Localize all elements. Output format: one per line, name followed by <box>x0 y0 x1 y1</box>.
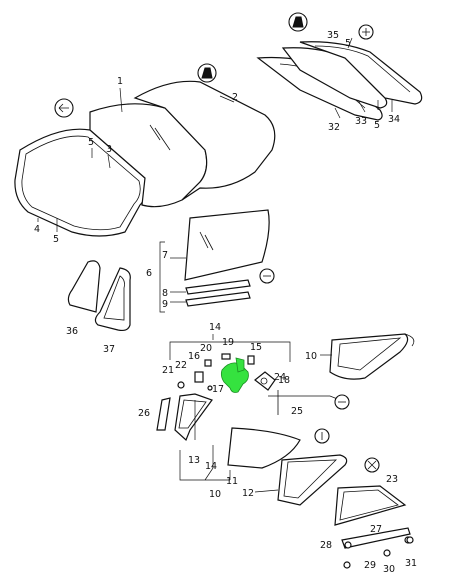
label-33: 33 <box>355 116 367 127</box>
label-3: 3 <box>106 144 112 155</box>
window-seal-23[interactable] <box>334 485 407 526</box>
label-36: 36 <box>66 326 78 337</box>
door-window-channel-9[interactable] <box>185 291 251 307</box>
vent-bracket-highlighted[interactable] <box>220 357 249 393</box>
label-11: 11 <box>226 476 238 487</box>
quarter-window-seal-37[interactable] <box>94 267 131 332</box>
label-8: 8 <box>162 288 168 299</box>
label-13: 13 <box>188 455 200 466</box>
label-35: 35 <box>327 30 339 41</box>
up-arrow-icon <box>314 428 330 444</box>
model-variant-badge-icon <box>197 63 217 83</box>
left-arrow-icon <box>334 394 350 410</box>
label-10: 10 <box>305 351 317 362</box>
label-23: 23 <box>386 474 398 485</box>
left-arrow-icon <box>259 268 275 284</box>
label-5: 5 <box>88 137 94 148</box>
label-24: 24 <box>274 372 286 383</box>
windshield-seal[interactable] <box>14 128 148 237</box>
label-19: 19 <box>222 337 234 348</box>
vent-latch-18[interactable] <box>254 371 276 391</box>
side-window-10[interactable] <box>329 333 415 380</box>
window-frame-12[interactable] <box>277 454 348 506</box>
label-9: 9 <box>162 299 168 310</box>
cross-icon <box>364 457 380 473</box>
quarter-window-36[interactable] <box>67 260 101 313</box>
label-15: 15 <box>250 342 262 353</box>
model-variant-badge-icon <box>288 12 308 32</box>
label-6: 6 <box>146 268 152 279</box>
label-27: 27 <box>370 524 382 535</box>
label-29: 29 <box>364 560 376 571</box>
fasteners-28-31[interactable] <box>343 536 414 569</box>
guide-rail-24[interactable] <box>268 390 346 415</box>
label-31: 31 <box>405 558 417 569</box>
label-7: 7 <box>162 250 168 261</box>
label-25: 25 <box>291 406 303 417</box>
label-20: 20 <box>200 343 212 354</box>
label-5: 5 <box>53 234 59 245</box>
label-5: 5 <box>345 38 351 49</box>
label-10: 10 <box>209 489 221 500</box>
label-17: 17 <box>212 384 224 395</box>
label-34: 34 <box>388 114 400 125</box>
vent-window-frame-13[interactable] <box>174 393 213 442</box>
door-window-glass[interactable] <box>184 209 270 281</box>
label-32: 32 <box>328 122 340 133</box>
label-14: 14 <box>205 461 217 472</box>
door-window-channel-8[interactable] <box>185 279 251 295</box>
label-12: 12 <box>242 488 254 499</box>
label-22: 22 <box>175 360 187 371</box>
hardware-bolts[interactable] <box>177 353 255 391</box>
label-18: 18 <box>278 375 290 386</box>
label-26: 26 <box>138 408 150 419</box>
label-37: 37 <box>103 344 115 355</box>
vent-seal-26[interactable] <box>156 397 171 431</box>
front-arrow-icon <box>358 24 374 40</box>
label-28: 28 <box>320 540 332 551</box>
rear-window-frame[interactable] <box>299 41 423 105</box>
label-21: 21 <box>162 365 174 376</box>
label-14: 14 <box>209 322 221 333</box>
left-arrow-icon <box>54 98 74 118</box>
label-16: 16 <box>188 351 200 362</box>
label-4: 4 <box>34 224 40 235</box>
label-5: 5 <box>374 120 380 131</box>
label-30: 30 <box>383 564 395 575</box>
windshield-frame[interactable] <box>133 80 276 201</box>
label-2: 2 <box>232 92 238 103</box>
label-1: 1 <box>117 76 123 87</box>
vent-glass-11[interactable] <box>227 427 301 469</box>
